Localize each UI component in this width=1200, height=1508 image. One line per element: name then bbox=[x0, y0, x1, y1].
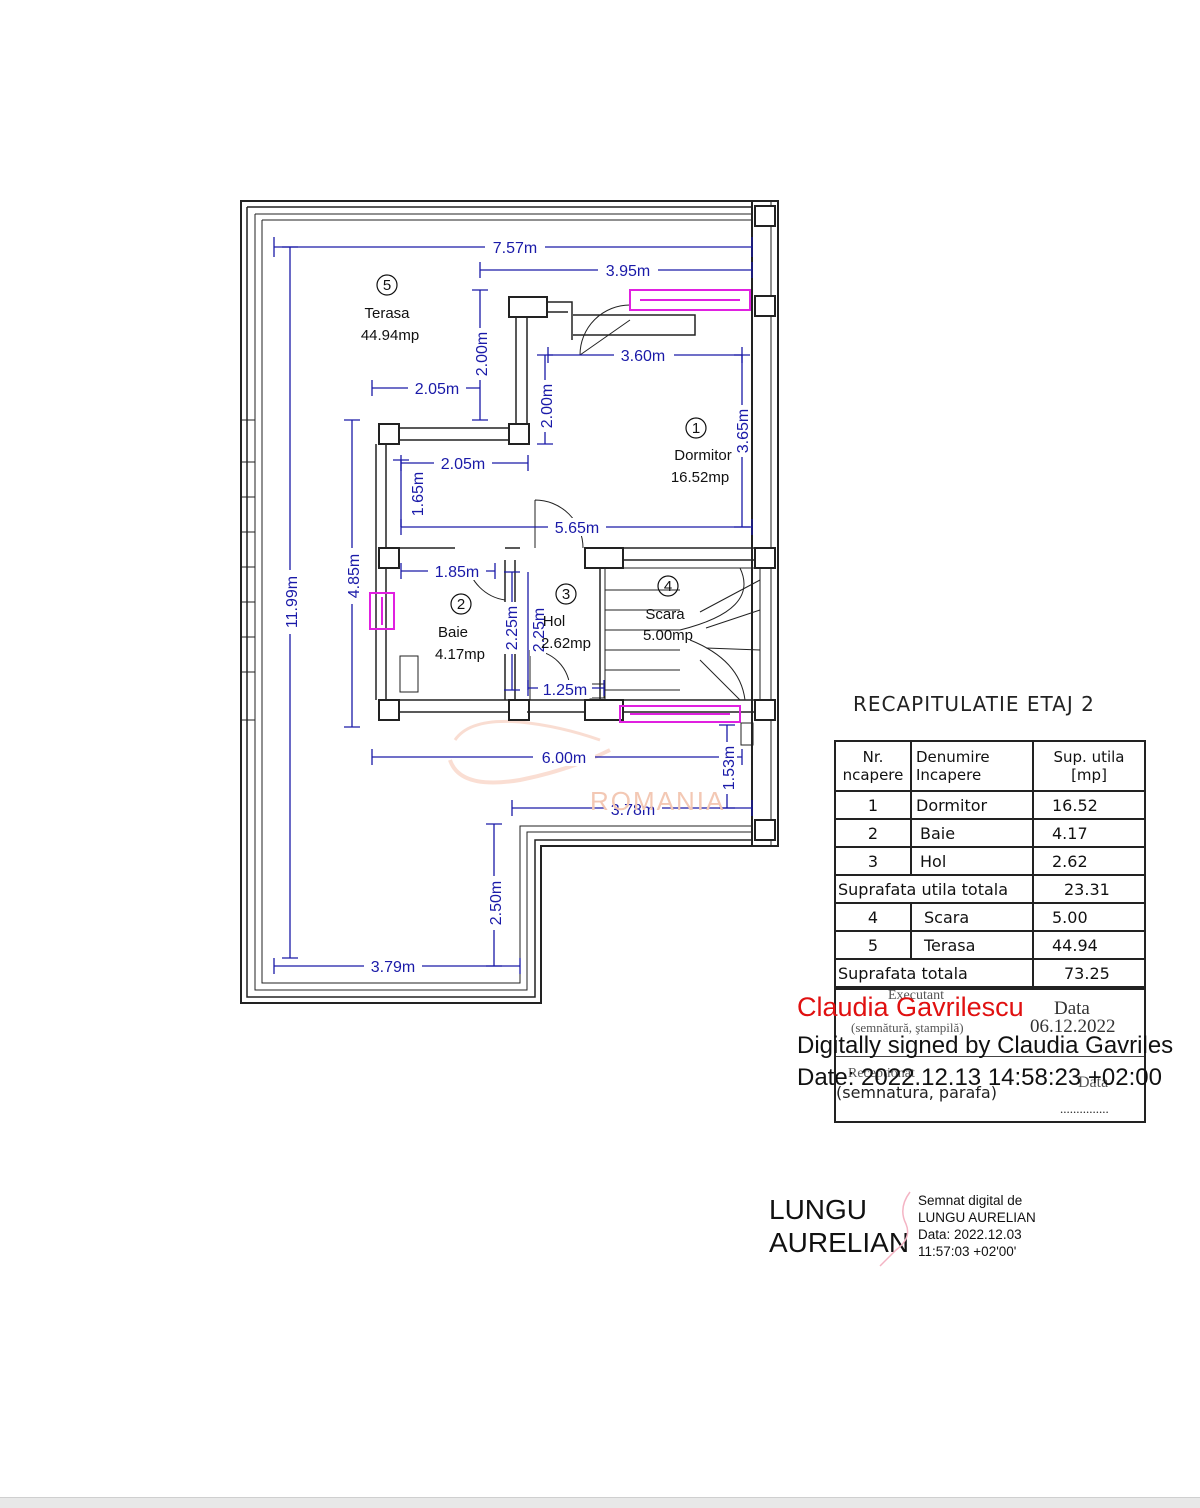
room-terasa: 5 Terasa 44.94mp bbox=[361, 274, 419, 344]
data-label: Data bbox=[1054, 998, 1090, 1019]
dim-label: 6.00m bbox=[542, 750, 586, 767]
columns bbox=[378, 205, 776, 841]
recap-title: RECAPITULATIE ETAJ 2 bbox=[853, 692, 1095, 716]
svg-text:3: 3 bbox=[562, 586, 570, 603]
dim-label: 3.79m bbox=[371, 959, 415, 976]
data-label-2: Data bbox=[1078, 1074, 1109, 1091]
dim-label: 2.00m bbox=[539, 384, 556, 428]
dim-label: 1.25m bbox=[543, 682, 587, 699]
dim-label: 1.53m bbox=[721, 746, 738, 790]
signer-name: LUNGU AURELIAN bbox=[769, 1194, 910, 1258]
signature-scribble-icon bbox=[879, 1191, 911, 1267]
staircase bbox=[604, 567, 761, 701]
svg-text:44.94mp: 44.94mp bbox=[361, 327, 419, 344]
svg-text:4: 4 bbox=[664, 578, 672, 595]
dim-label: 11.99m bbox=[284, 576, 301, 628]
room-scara: 4 Scara 5.00mp bbox=[643, 575, 693, 644]
dim-label: 2.05m bbox=[441, 456, 485, 473]
header-suprafata: Sup. utila[mp] bbox=[1032, 740, 1146, 792]
receptionat-sub: (semnatura, parafa) bbox=[836, 1083, 997, 1102]
dim-label: 2.25m bbox=[531, 608, 548, 652]
room-hol: 3 Hol 2.62mp bbox=[541, 583, 591, 652]
svg-text:Terasa: Terasa bbox=[364, 305, 410, 322]
digital-signature-line: Digitally signed by Claudia Gavriles bbox=[797, 1032, 1174, 1059]
dim-label: 2.00m bbox=[474, 332, 491, 376]
svg-text:1: 1 bbox=[692, 420, 700, 437]
date-placeholder: ............... bbox=[1060, 1101, 1109, 1116]
executant-label: Executant bbox=[888, 988, 944, 1003]
room-labels: 1 Dormitor 16.52mp 2 Baie 4.17mp 3 Hol 2… bbox=[361, 274, 732, 663]
room-dormitor: 1 Dormitor 16.52mp bbox=[671, 417, 732, 486]
dim-label: 3.60m bbox=[621, 348, 665, 365]
dim-label: 4.85m bbox=[346, 554, 363, 598]
dim-label: 3.78m bbox=[611, 802, 655, 819]
svg-text:2.62mp: 2.62mp bbox=[541, 635, 591, 652]
executant-date: 06.12.2022 bbox=[1030, 1016, 1116, 1037]
dim-label: 1.65m bbox=[410, 472, 427, 516]
dim-label: 3.95m bbox=[606, 263, 650, 280]
svg-text:5: 5 bbox=[383, 277, 391, 294]
svg-text:5.00mp: 5.00mp bbox=[643, 627, 693, 644]
dim-label: 2.50m bbox=[488, 881, 505, 925]
dimension-labels: 7.57m 3.95m 3.60m 3.65m 2.00m 2.00m 2.05… bbox=[282, 238, 752, 976]
svg-text:2: 2 bbox=[457, 596, 465, 613]
svg-text:4.17mp: 4.17mp bbox=[435, 646, 485, 663]
room-baie: 2 Baie 4.17mp bbox=[435, 593, 485, 663]
bottom-scroll-bar[interactable] bbox=[0, 1497, 1200, 1508]
watermark-text: ROMANIA bbox=[590, 786, 726, 816]
svg-text:16.52mp: 16.52mp bbox=[671, 469, 729, 486]
dim-label: 7.57m bbox=[493, 240, 537, 257]
dim-label: 2.05m bbox=[415, 381, 459, 398]
digital-signature-name: Claudia Gavrilescu bbox=[797, 992, 1024, 1022]
dim-label: 2.25m bbox=[504, 606, 521, 650]
svg-text:Dormitor: Dormitor bbox=[674, 447, 732, 464]
dim-label: 5.65m bbox=[555, 520, 599, 537]
windows bbox=[369, 289, 751, 723]
dim-label: 1.85m bbox=[435, 564, 479, 581]
executant-sub: (semnătură, ştampilă) bbox=[851, 1020, 964, 1035]
svg-text:Hol: Hol bbox=[543, 613, 566, 630]
signer-details: Semnat digital de LUNGU AURELIAN Data: 2… bbox=[918, 1193, 1036, 1259]
floor-plan: 7.57m 3.95m 3.60m 3.65m 2.00m 2.00m 2.05… bbox=[240, 200, 779, 1004]
digital-signature-date: Date: 2022.12.13 14:58:23 +02:00 bbox=[797, 1064, 1162, 1091]
header-nr: Nr. ncapere bbox=[834, 740, 912, 792]
signature-block bbox=[834, 988, 1146, 1123]
dimension-lines bbox=[273, 237, 753, 974]
receptionat-label: Receptionat bbox=[848, 1066, 915, 1081]
svg-text:Scara: Scara bbox=[645, 606, 685, 623]
divider bbox=[836, 1056, 1144, 1057]
svg-text:Baie: Baie bbox=[438, 624, 468, 641]
dim-label: 3.65m bbox=[735, 409, 752, 453]
